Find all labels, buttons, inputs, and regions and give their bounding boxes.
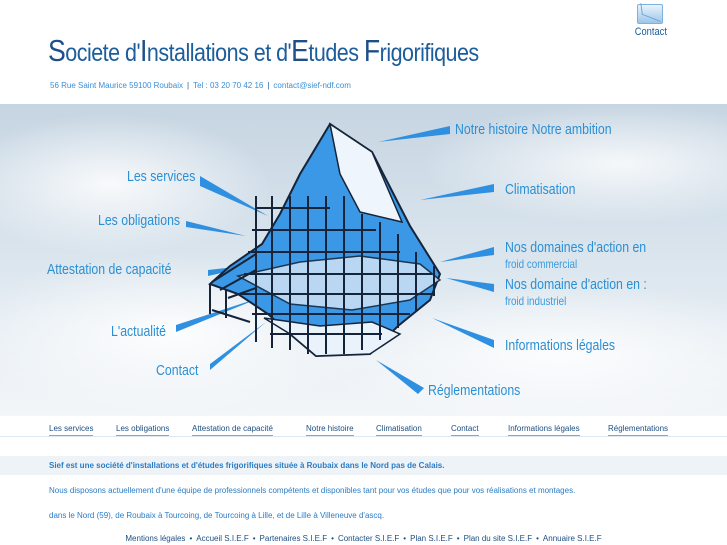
paragraph-area: dans le Nord (59), de Roubaix à Tourcoin… xyxy=(49,511,385,520)
title-initial: E xyxy=(291,33,309,68)
nav-item-services[interactable]: Les services xyxy=(49,424,94,436)
hero-link-actualite[interactable]: L'actualité xyxy=(111,323,167,340)
hero-link-obligations[interactable]: Les obligations xyxy=(98,212,181,229)
hero-link-contact[interactable]: Contact xyxy=(156,362,199,379)
main-content: Sief est une société d'installations et … xyxy=(0,456,727,545)
footer-link-contacter[interactable]: Contacter S.I.E.F xyxy=(337,534,400,543)
contact-button-label: Contact xyxy=(634,26,667,38)
separator: • xyxy=(252,534,256,543)
nav-item-histoire[interactable]: Notre histoire xyxy=(306,424,354,436)
title-initial: F xyxy=(363,33,380,68)
envelope-icon xyxy=(637,4,663,24)
title-initial: I xyxy=(140,33,147,68)
separator: • xyxy=(189,534,193,543)
hero-link-histoire[interactable]: Notre histoire Notre ambition xyxy=(455,121,612,138)
nav-item-obligations[interactable]: Les obligations xyxy=(116,424,170,436)
pointer-arrow xyxy=(446,278,494,292)
footer-link-plan[interactable]: Plan S.I.E.F xyxy=(410,534,453,543)
pointer-arrows xyxy=(176,126,494,394)
title-initial: S xyxy=(48,33,66,68)
footer-link-annuaire[interactable]: Annuaire S.I.E.F xyxy=(542,534,602,543)
street-address: 56 Rue Saint Maurice 59100 Roubaix xyxy=(50,81,183,90)
hero-link-froid-commercial-title: Nos domaines d'action en xyxy=(505,239,647,256)
title-fragment: nstallations et d' xyxy=(146,39,292,67)
pointer-arrow xyxy=(378,126,450,142)
footer-link-partenaires[interactable]: Partenaires S.I.E.F xyxy=(259,534,328,543)
main-navigation: Les services Les obligations Attestation… xyxy=(0,416,727,456)
site-title[interactable]: Societe d'Installations et d'Etudes Frig… xyxy=(48,33,479,69)
separator: • xyxy=(536,534,539,543)
email-link[interactable]: contact@sief-ndf.com xyxy=(273,81,351,90)
contact-info-line: 56 Rue Saint Maurice 59100 Roubaix|Tel :… xyxy=(50,81,351,90)
hero-link-informations[interactable]: Informations légales xyxy=(505,337,616,354)
pointer-arrow xyxy=(376,360,424,394)
pointer-arrow xyxy=(432,318,494,348)
hero-link-reglementations[interactable]: Réglementations xyxy=(428,382,521,399)
divider xyxy=(0,436,727,437)
hero-link-services[interactable]: Les services xyxy=(127,168,196,185)
phone-number: Tel : 03 20 70 42 16 xyxy=(193,81,264,90)
paragraph-team: Nous disposons actuellement d'une équipe… xyxy=(49,486,576,495)
separator: • xyxy=(403,534,407,543)
separator: • xyxy=(331,534,334,543)
nav-item-informations[interactable]: Informations légales xyxy=(508,424,580,436)
hero-link-froid-industriel[interactable]: Nos domaine d'action en : froid industri… xyxy=(505,276,647,308)
separator: | xyxy=(267,81,270,90)
pointer-arrow xyxy=(210,322,266,370)
intro-band xyxy=(0,456,727,475)
hero-link-froid-industriel-subtitle: froid industriel xyxy=(505,294,567,308)
pointer-arrow xyxy=(440,247,494,262)
hero-link-froid-commercial[interactable]: Nos domaines d'action en froid commercia… xyxy=(505,239,646,271)
footer-link-plan-du-site[interactable]: Plan du site S.I.E.F xyxy=(463,534,533,543)
nav-item-climatisation[interactable]: Climatisation xyxy=(376,424,422,436)
hero-banner: Les services Les obligations Attestation… xyxy=(0,104,727,416)
title-fragment: tudes xyxy=(308,39,364,67)
pointer-arrow xyxy=(420,184,494,200)
contact-button[interactable]: Contact xyxy=(632,4,668,38)
nav-item-contact[interactable]: Contact xyxy=(451,424,479,436)
pointer-arrow xyxy=(200,176,268,216)
hero-link-froid-industriel-title: Nos domaine d'action en : xyxy=(505,276,647,293)
pointer-arrow xyxy=(186,221,246,236)
nav-item-attestation[interactable]: Attestation de capacité xyxy=(192,424,273,436)
hero-link-climatisation[interactable]: Climatisation xyxy=(505,181,576,198)
title-fragment: ociete d' xyxy=(65,39,141,67)
footer-links: Mentions légales•Accueil S.I.E.F•Partena… xyxy=(0,534,727,543)
separator: | xyxy=(186,81,190,90)
hero-link-attestation[interactable]: Attestation de capacité xyxy=(47,261,172,278)
scaffold-structure-illustration xyxy=(176,122,494,394)
scaffold-lattice xyxy=(209,196,435,354)
nav-item-reglementations[interactable]: Réglementations xyxy=(608,424,669,436)
pointer-arrow xyxy=(176,297,262,332)
footer-link-accueil[interactable]: Accueil S.I.E.F xyxy=(196,534,249,543)
hero-link-froid-commercial-subtitle: froid commercial xyxy=(505,257,578,271)
footer-link-mentions[interactable]: Mentions légales xyxy=(125,534,186,543)
separator: • xyxy=(456,534,460,543)
intro-text: Sief est une société d'installations et … xyxy=(49,461,445,470)
title-fragment: rigorifiques xyxy=(379,39,479,67)
site-header: Societe d'Installations et d'Etudes Frig… xyxy=(0,0,727,104)
